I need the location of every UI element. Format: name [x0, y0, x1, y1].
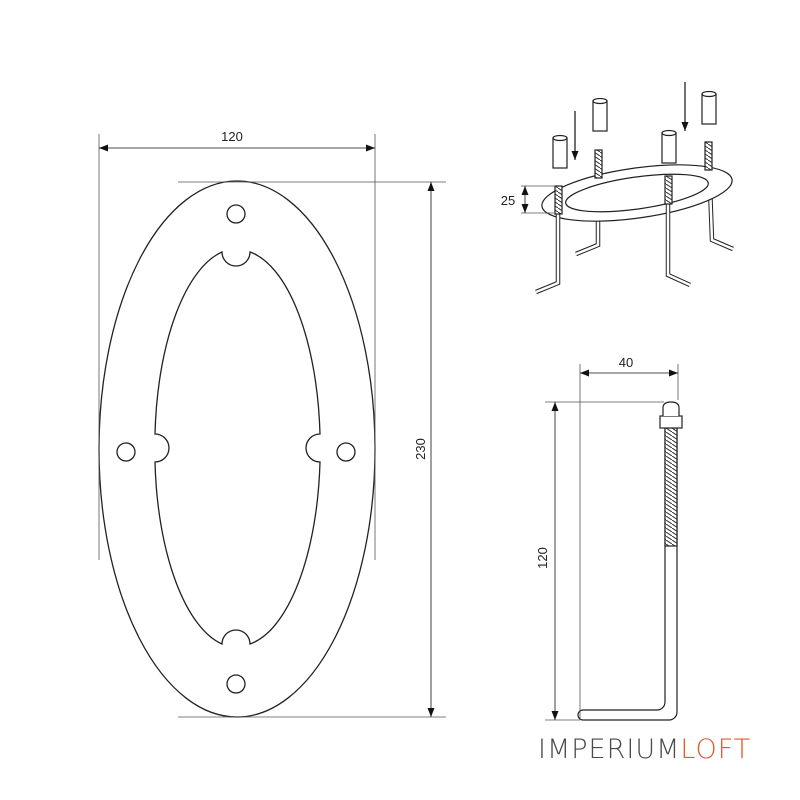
mounting-ring-inner: [565, 173, 709, 213]
plate-height-dimension: [178, 181, 446, 718]
anchor-bolt-side-view: [545, 364, 683, 721]
plate-inner-cutout: [154, 251, 321, 645]
threaded-end-front-left: [554, 185, 563, 215]
bolt-height-dimension: [545, 401, 664, 721]
threaded-end-front-right: [664, 175, 673, 205]
brand-logo: IMPERIUMLOFT: [538, 734, 751, 765]
mounting-plate-front-view: 120 230: [98, 129, 446, 718]
plate-width-label: 120: [221, 129, 243, 144]
ring-height-label: 25: [501, 193, 515, 208]
brand-name-main: IMPERIUM: [538, 734, 681, 765]
plate-width-dimension: [98, 134, 376, 560]
bolt-body: [577, 429, 678, 721]
brand-name-accent: LOFT: [680, 734, 752, 765]
bolt-width-dimension: [579, 364, 679, 720]
nut-sleeve-2: [592, 97, 608, 132]
bolt-height-label: 120: [535, 547, 550, 569]
mounting-ring: [541, 164, 733, 222]
bolt-thread: [664, 427, 678, 547]
nut-sleeve-3: [661, 129, 677, 164]
plate-height-label: 230: [413, 438, 428, 460]
mounting-hole-top: [226, 204, 246, 224]
bolt-width-label: 40: [619, 355, 633, 370]
nut-sleeve-4: [701, 90, 717, 125]
ring-height-dimension: [521, 185, 556, 214]
mounting-hole-left: [116, 442, 136, 462]
assembly-isometric-view: [521, 82, 734, 295]
threaded-end-back-right: [704, 141, 713, 171]
bolt-nut: [659, 415, 683, 429]
mounting-hole-bottom: [226, 674, 246, 694]
bolt-cap: [662, 401, 680, 416]
plate-outline: [98, 180, 376, 718]
nut-sleeve-1: [552, 134, 568, 169]
threaded-end-back-left: [594, 149, 603, 179]
mounting-hole-right: [336, 442, 356, 462]
